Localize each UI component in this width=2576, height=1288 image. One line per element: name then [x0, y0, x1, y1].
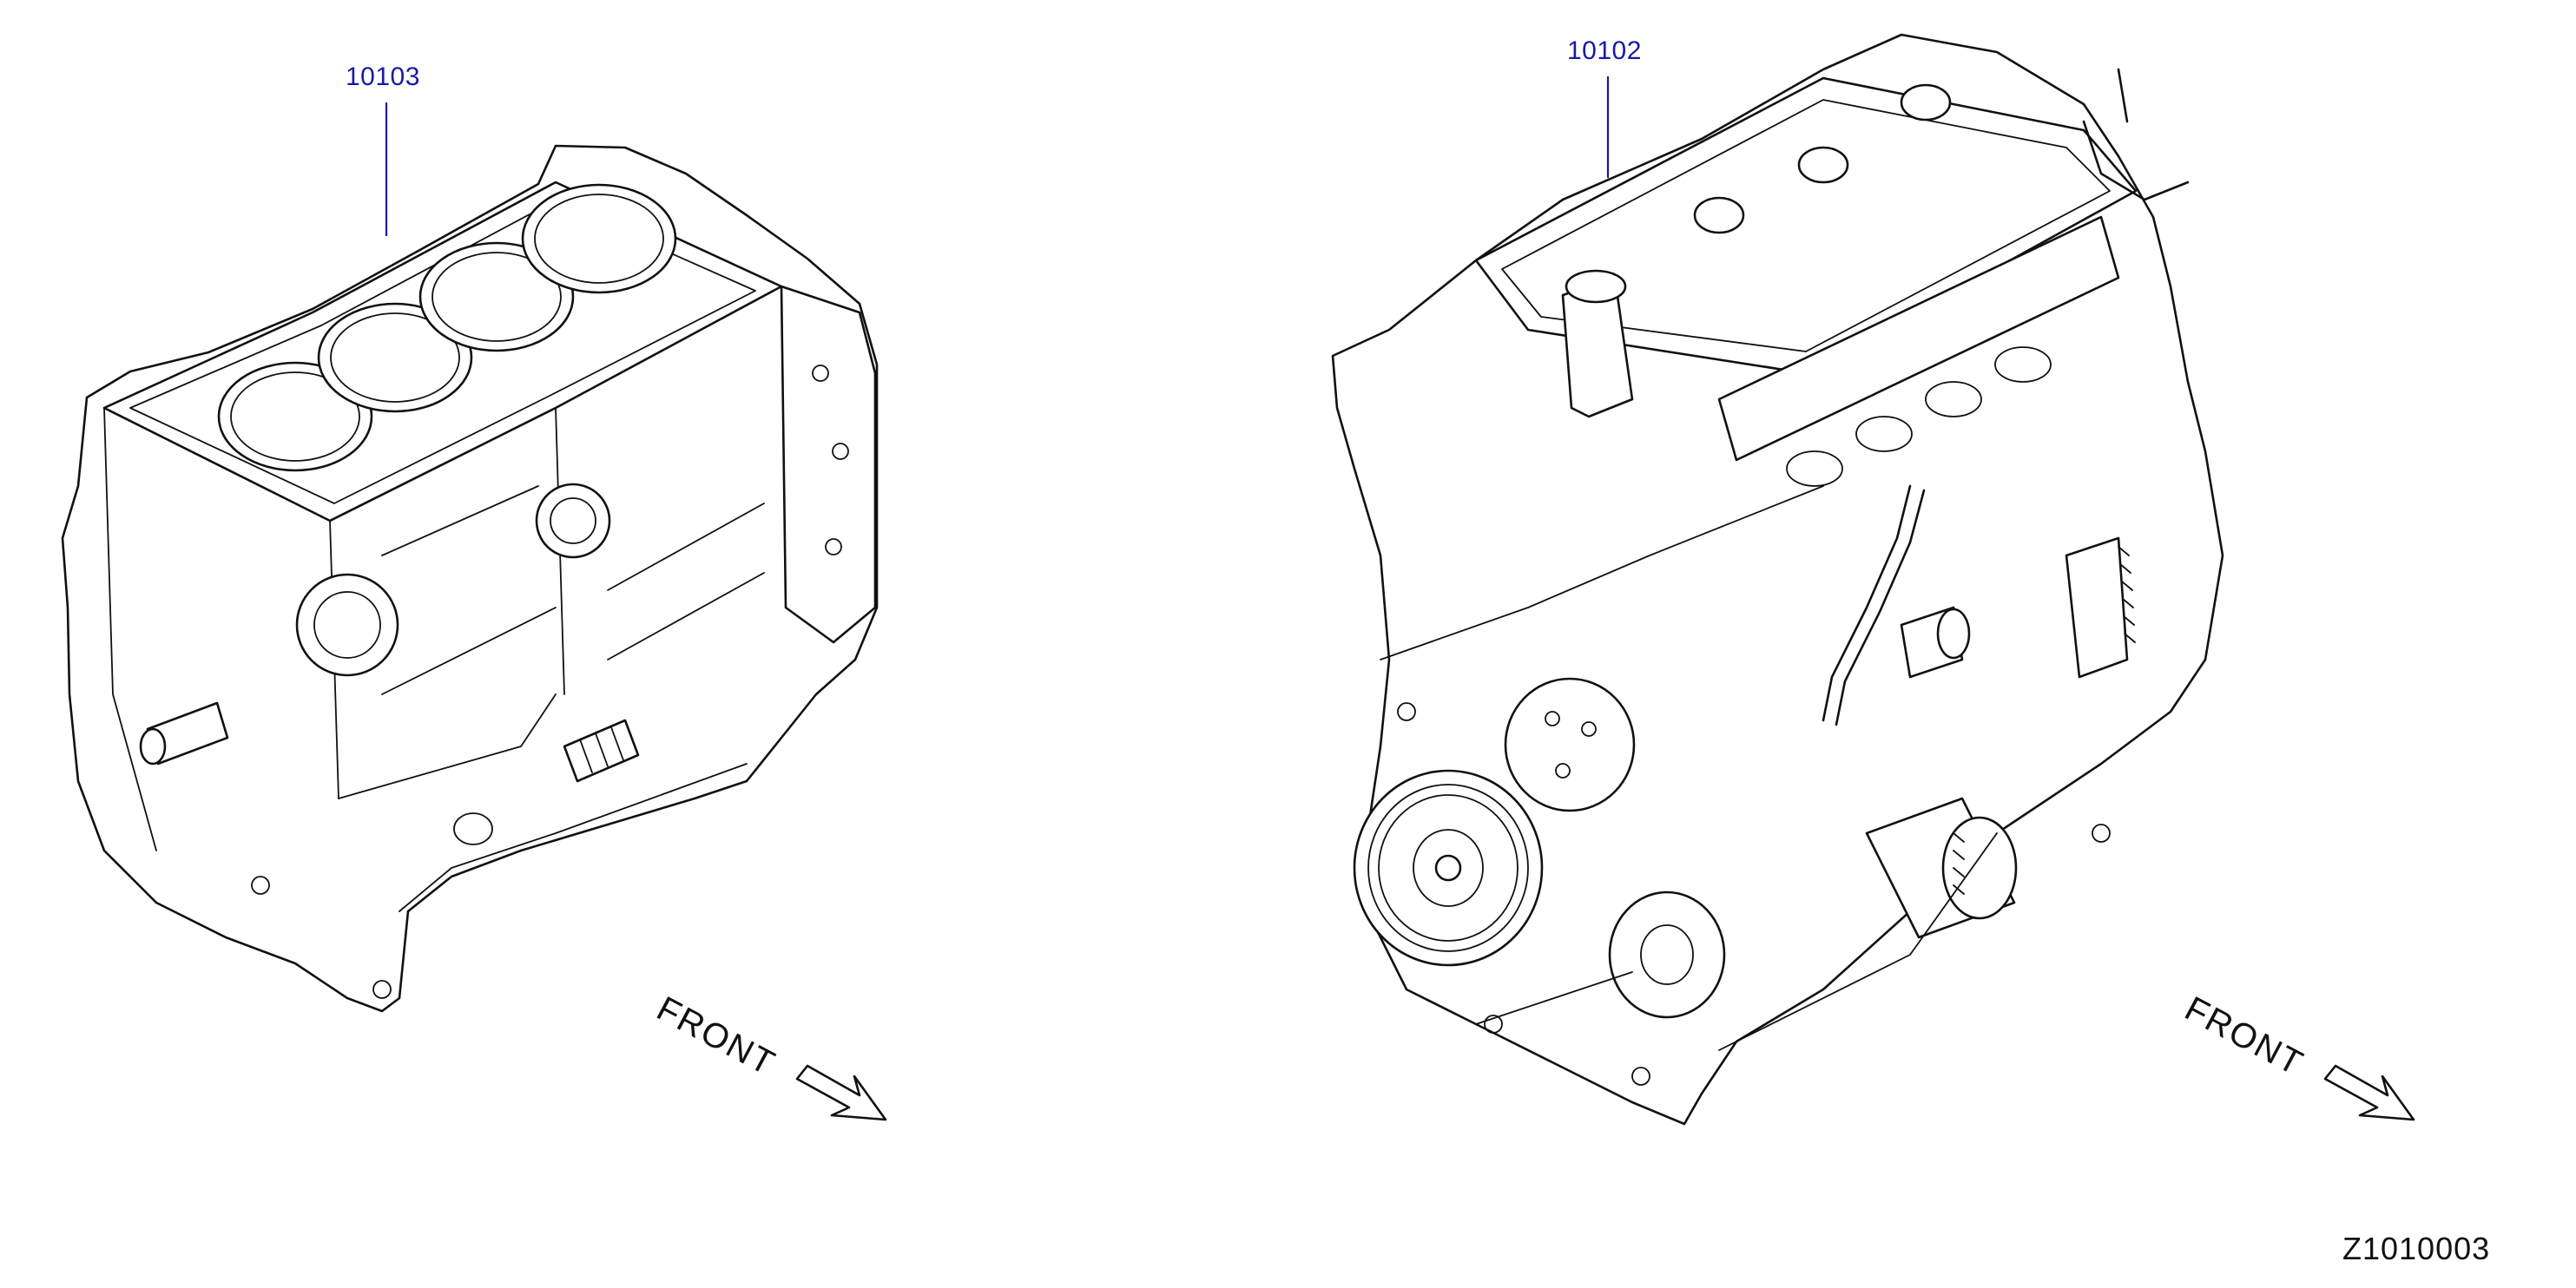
intake-manifold-rail	[1717, 215, 2120, 462]
intake-port-4	[1994, 346, 2052, 383]
block-rear-flange	[780, 285, 877, 644]
block-skirt	[338, 693, 748, 912]
crankshaft-pulley-groove-1	[1367, 784, 1529, 952]
fuel-pipe-stub	[2117, 68, 2129, 123]
cylinder-block-drawing	[61, 102, 879, 1013]
coolant-port	[535, 483, 611, 559]
drain-bolt	[251, 876, 270, 895]
block-outline	[61, 144, 879, 1013]
front-arrow-left-shape	[795, 1064, 887, 1121]
flex-plate-segment	[2065, 536, 2129, 679]
cylinder-bore-4	[521, 183, 677, 294]
starter-pinion	[1941, 816, 2018, 920]
cylinder-bore-4-inner	[534, 194, 664, 284]
engine-block-lines	[1380, 485, 1998, 1051]
skirt-plug	[453, 812, 493, 845]
oil-filter-boss	[295, 573, 399, 677]
front-oil-pipe-end	[139, 727, 167, 766]
ignition-coil-1	[1797, 146, 1849, 184]
cylinder-bore-3	[418, 241, 575, 352]
idler-pulley-hub	[1640, 924, 1694, 985]
flange-bolt-hole-1	[812, 365, 829, 382]
block-front-edge	[103, 407, 157, 851]
block-deck-inner	[129, 200, 756, 504]
front-arrow-right	[2323, 1064, 2415, 1121]
oil-filler-top	[1565, 269, 1627, 304]
intake-port-1	[1786, 450, 1843, 487]
crankshaft-pulley-groove-2	[1378, 794, 1519, 942]
engine-bolt-4	[2092, 824, 2111, 843]
dipstick-tube-outer	[1835, 489, 1926, 726]
part-number-right: 10102	[1567, 36, 1642, 65]
engine-assembly-drawing	[1331, 33, 2224, 1126]
stud-threads	[579, 726, 624, 773]
coolant-port-inner	[550, 497, 596, 544]
engine-bolt-2	[1484, 1015, 1503, 1034]
intake-port-3	[1925, 381, 1982, 417]
part-number-left: 10103	[346, 62, 420, 91]
wp-bolt-3	[1555, 763, 1571, 779]
thermostat-outlet-end	[1936, 608, 1971, 660]
ignition-coil-2	[1693, 196, 1745, 234]
starter-gear-teeth	[1953, 832, 1965, 895]
dipstick-tube	[1822, 484, 1912, 722]
valve-cover	[1474, 76, 2138, 375]
idler-pulley	[1608, 890, 1726, 1019]
valve-cover-inner	[1501, 99, 2111, 352]
oil-filter-boss-inner	[313, 591, 381, 659]
fuel-hose	[2082, 120, 2190, 201]
engine-bolt-3	[1631, 1067, 1650, 1086]
front-arrow-right-shape	[2323, 1064, 2415, 1121]
front-arrow-left	[795, 1064, 887, 1121]
water-pump-pulley	[1504, 677, 1636, 812]
intake-port-2	[1855, 416, 1913, 452]
cylinder-bore-3-inner	[432, 252, 562, 342]
crankshaft-pulley-hub	[1413, 829, 1484, 907]
crankshaft-bolt	[1434, 854, 1462, 882]
cylinder-bore-2	[317, 302, 473, 413]
flange-bolt-hole-2	[832, 443, 849, 460]
block-ribs	[381, 485, 765, 695]
diagram-reference-code: Z1010003	[2342, 1231, 2491, 1266]
ring-gear-teeth	[2118, 546, 2136, 643]
lower-bolt	[372, 980, 392, 999]
wp-bolt-1	[1545, 711, 1560, 726]
flange-bolt-hole-3	[825, 538, 842, 555]
engine-bolt-1	[1397, 702, 1416, 721]
cylinder-bore-1-inner	[230, 371, 360, 462]
cylinder-bore-2-inner	[330, 312, 460, 403]
oil-filler-cap	[1900, 83, 1952, 122]
wp-bolt-2	[1581, 721, 1597, 737]
